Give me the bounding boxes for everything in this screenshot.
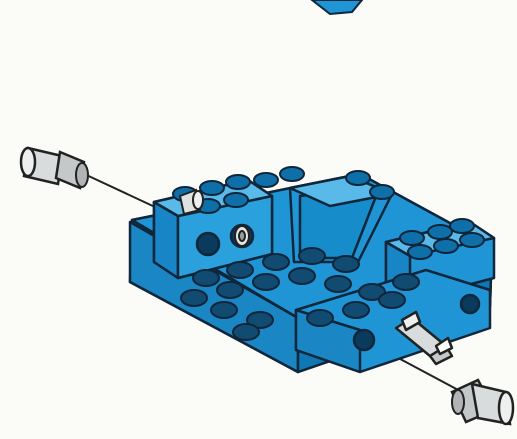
previous-step-brick-corner [312, 0, 362, 14]
axle-pin-icon [21, 148, 88, 188]
axle-pin-icon-right [452, 380, 513, 424]
